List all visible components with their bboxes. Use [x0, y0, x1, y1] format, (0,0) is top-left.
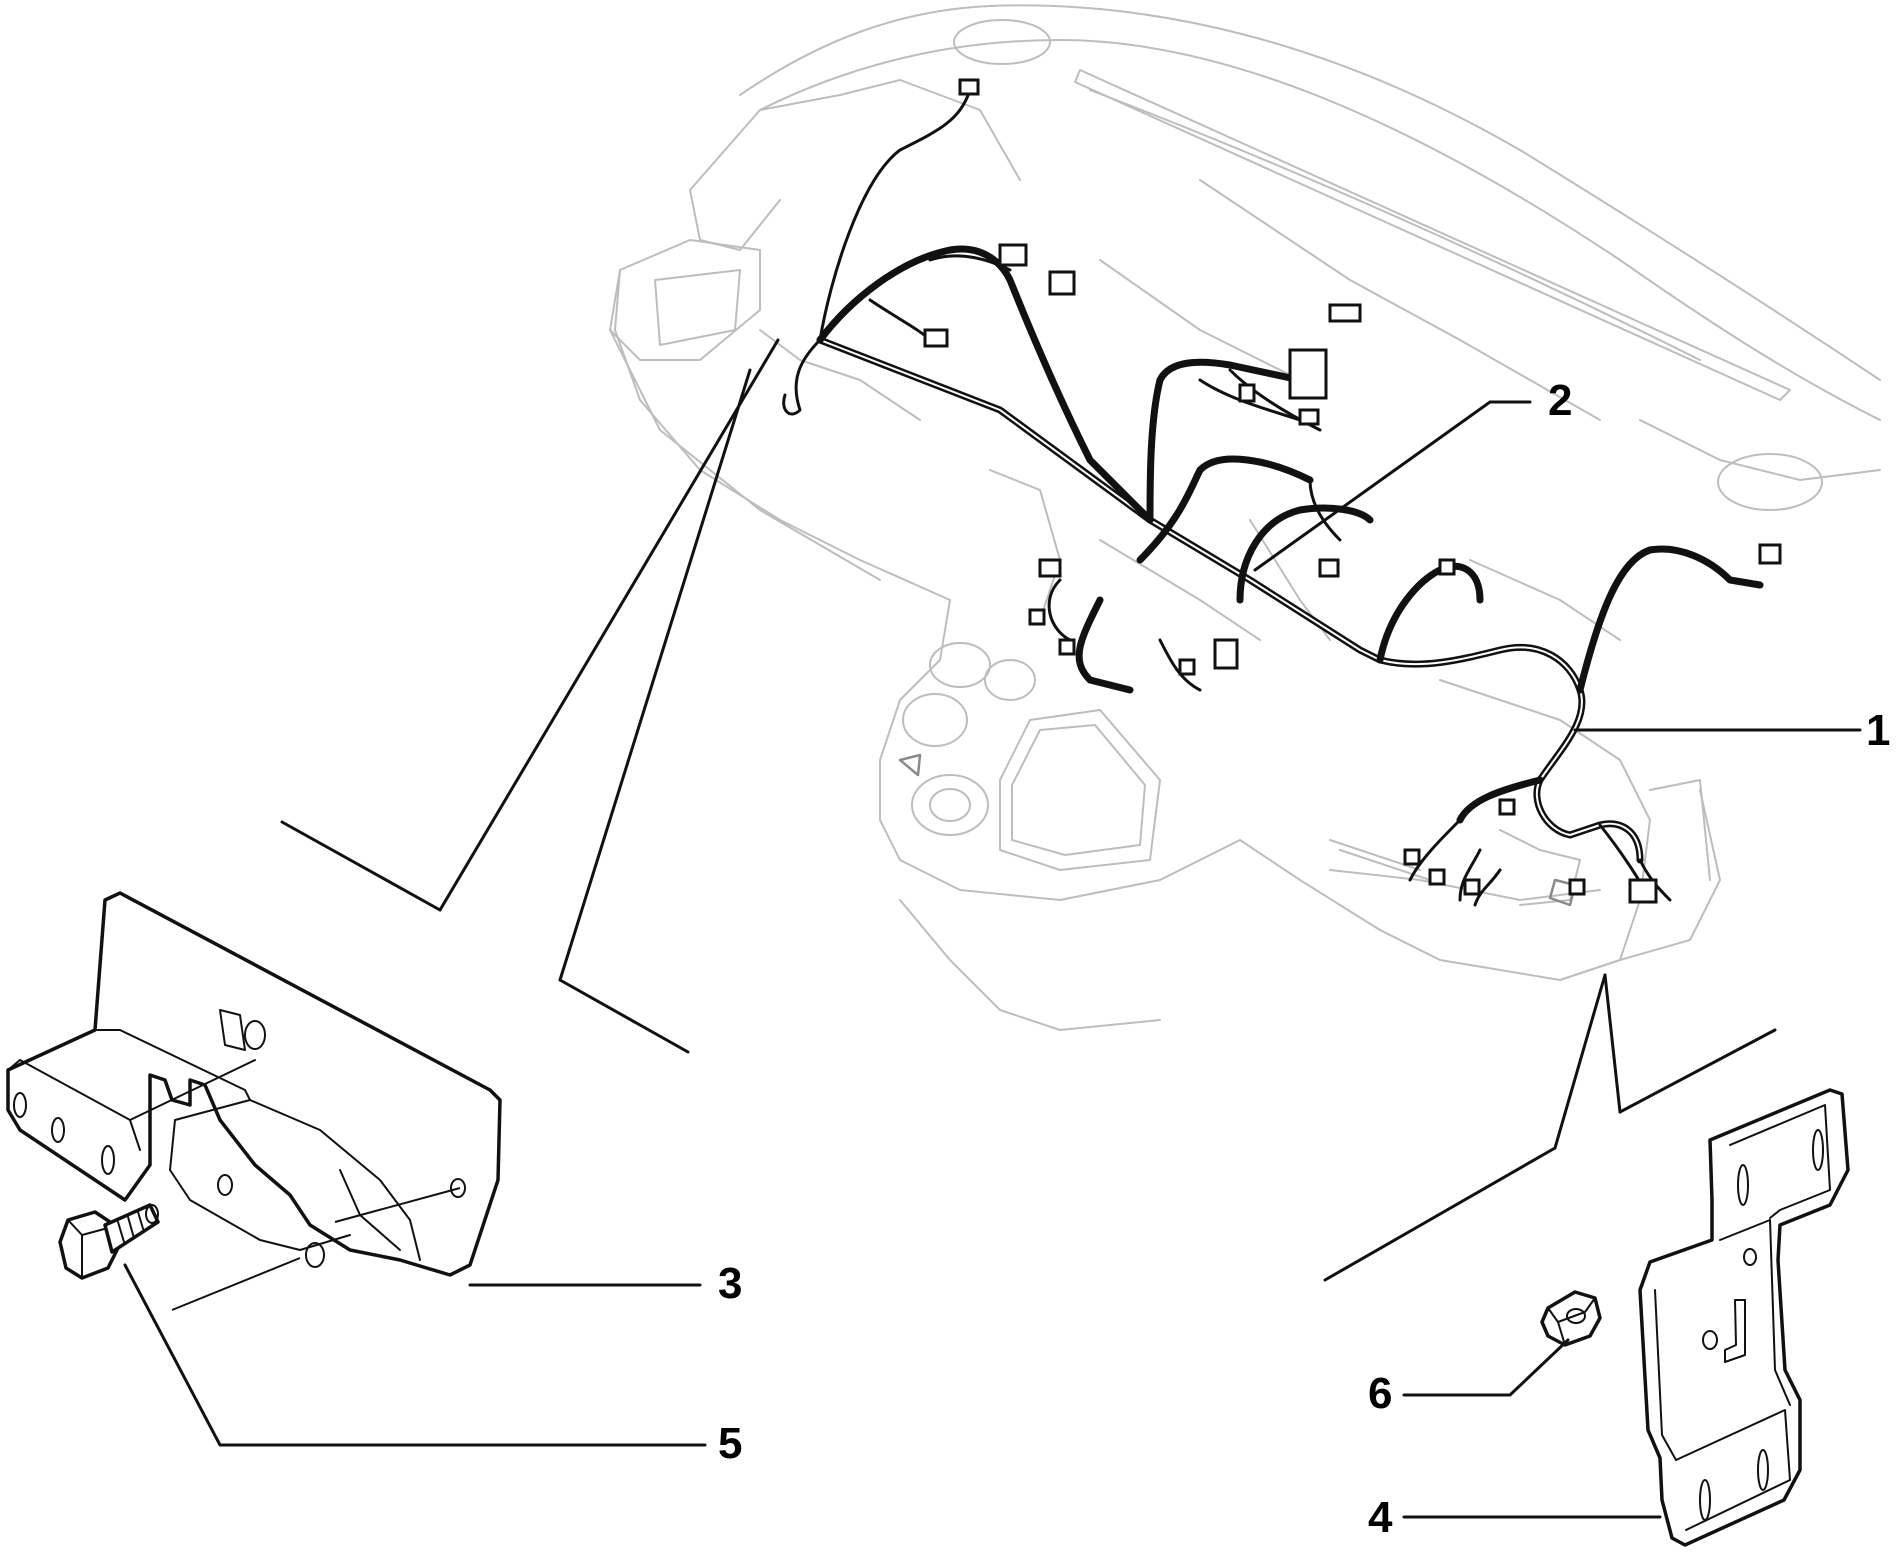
callout-numbers: 1 2 3 4 5 6	[718, 376, 1890, 1542]
harness-connectors	[923, 78, 1782, 904]
callout-3: 3	[718, 1259, 742, 1308]
callout-5: 5	[718, 1419, 742, 1468]
right-plate	[1638, 1088, 1850, 1547]
hex-bolt	[58, 1203, 160, 1280]
left-bracket	[6, 891, 502, 1277]
callout-1: 1	[1866, 706, 1890, 755]
callout-2: 2	[1548, 376, 1572, 425]
callout-6: 6	[1368, 1369, 1392, 1418]
leader-lines	[123, 338, 1862, 1519]
wiring-harness	[782, 88, 1764, 907]
callout-4: 4	[1368, 1493, 1393, 1542]
hex-nut	[1540, 1290, 1602, 1347]
dashboard-ghost-outline	[609, 4, 1881, 1031]
